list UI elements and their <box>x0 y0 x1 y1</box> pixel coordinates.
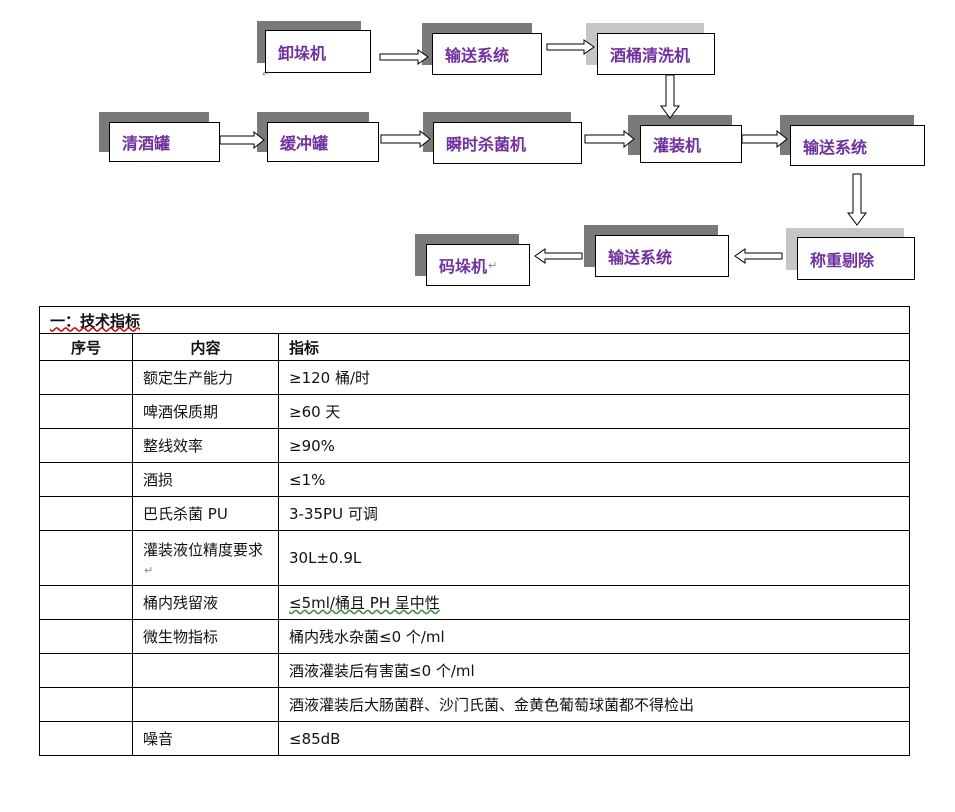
node-conveyor-bottom: 输送系统 <box>595 235 729 277</box>
cell-content: 啤酒保质期 <box>132 394 279 429</box>
table-row: 酒损 ≤1% <box>39 462 911 497</box>
node-clear-beer-tank: 清酒罐 <box>109 122 220 162</box>
cell-content: 酒损 <box>132 462 279 497</box>
cell-index <box>39 653 133 688</box>
node-label: 酒桶清洗机 <box>610 46 691 65</box>
cell-content-text: 灌装液位精度要求 <box>143 540 264 559</box>
node-stacker: 码垛机 ↵ <box>426 244 530 286</box>
table-row: 灌装液位精度要求 ↵ 30L±0.9L <box>39 530 911 586</box>
cell-spec: 酒液灌装后有害菌≤0 个/ml <box>277 653 911 688</box>
node-label: 清酒罐 <box>122 134 171 153</box>
cell-spec: 桶内残水杂菌≤0 个/ml <box>277 619 911 654</box>
cell-spec: ≥90% <box>277 428 911 463</box>
table-row: 微生物指标 桶内残水杂菌≤0 个/ml <box>39 619 911 654</box>
cell-spec: ≤85dB <box>277 721 911 756</box>
cell-index <box>39 428 133 463</box>
table-row: 巴氏杀菌 PU 3-35PU 可调 <box>39 496 911 531</box>
header-index: 序号 <box>39 333 133 361</box>
table-title: 一：技术指标 <box>38 306 911 334</box>
cell-index <box>39 721 133 756</box>
cell-content: 桶内残留液 <box>132 585 279 620</box>
table-row: 额定生产能力 ≥120 桶/时 <box>39 360 911 395</box>
cell-content: 噪音 <box>132 721 279 756</box>
node-buffer-tank: 缓冲罐 <box>267 122 379 162</box>
cell-content <box>132 653 279 688</box>
cell-content <box>132 687 279 722</box>
node-conveyor-mid: 输送系统 <box>790 125 925 166</box>
node-unstacker: 卸垛机 <box>265 30 371 73</box>
node-label: 灌装机 <box>653 136 702 155</box>
node-keg-washer: 酒桶清洗机 <box>597 33 715 75</box>
cell-content: 灌装液位精度要求 ↵ <box>132 530 279 586</box>
arrow-left <box>734 248 783 264</box>
process-flowchart: 卸垛机 ↵ 输送系统 酒桶清洗机 清酒罐 缓冲罐 瞬时杀菌机 灌装机 输送系统 … <box>0 0 955 300</box>
cell-spec: 30L±0.9L <box>277 530 911 586</box>
arrow-right <box>546 39 595 55</box>
paragraph-mark: ↵ <box>144 563 154 577</box>
cell-index <box>39 585 133 620</box>
arrow-right <box>584 129 635 149</box>
cell-spec: ≥120 桶/时 <box>277 360 911 395</box>
node-filler: 灌装机 <box>640 125 742 163</box>
arrow-down <box>847 173 867 226</box>
table-row: 酒液灌装后大肠菌群、沙门氏菌、金黄色葡萄球菌都不得检出 <box>39 687 911 722</box>
node-label: 码垛机 <box>439 257 488 276</box>
table-row: 噪音 ≤85dB <box>39 721 911 756</box>
arrow-right <box>219 130 265 150</box>
arrow-down <box>660 74 680 119</box>
table-row: 啤酒保质期 ≥60 天 <box>39 394 911 429</box>
cell-content: 微生物指标 <box>132 619 279 654</box>
cell-content: 整线效率 <box>132 428 279 463</box>
paragraph-mark: ↵ <box>488 258 498 272</box>
node-label: 输送系统 <box>803 137 868 157</box>
cell-spec: 3-35PU 可调 <box>277 496 911 531</box>
node-check-weigher: 称重剔除 <box>797 237 915 280</box>
cell-index <box>39 619 133 654</box>
node-label: 卸垛机 <box>278 43 327 63</box>
node-label: 输送系统 <box>445 46 510 65</box>
node-flash-pasteurizer: 瞬时杀菌机 <box>433 122 582 164</box>
cell-spec: 酒液灌装后大肠菌群、沙门氏菌、金黄色葡萄球菌都不得检出 <box>277 687 911 722</box>
arrow-right <box>379 49 429 65</box>
arrow-left <box>534 248 583 264</box>
table-header-row: 序号 内容 指标 <box>39 333 911 361</box>
node-label: 输送系统 <box>608 248 673 267</box>
cell-spec: ≥60 天 <box>277 394 911 429</box>
table-title-row: 一：技术指标 <box>38 306 911 334</box>
cell-index <box>39 530 133 586</box>
cell-spec-text: ≤5ml/桶且 PH 呈中性 <box>289 594 440 612</box>
arrow-right <box>741 129 788 149</box>
node-label: 瞬时杀菌机 <box>446 135 527 154</box>
cell-index <box>39 462 133 497</box>
cell-index <box>39 360 133 395</box>
cell-index <box>39 496 133 531</box>
node-label: 称重剔除 <box>810 250 875 270</box>
cell-index <box>39 687 133 722</box>
table-row: 酒液灌装后有害菌≤0 个/ml <box>39 653 911 688</box>
cell-content: 额定生产能力 <box>132 360 279 395</box>
cell-spec: ≤1% <box>277 462 911 497</box>
cell-content: 巴氏杀菌 PU <box>132 496 279 531</box>
table-row: 桶内残留液 ≤5ml/桶且 PH 呈中性 <box>39 585 911 620</box>
paragraph-mark: ↵ <box>262 69 271 80</box>
table-row: 整线效率 ≥90% <box>39 428 911 463</box>
header-spec: 指标 <box>277 333 911 361</box>
arrow-right <box>380 129 431 149</box>
node-conveyor-top: 输送系统 <box>432 33 542 75</box>
cell-index <box>39 394 133 429</box>
flow-arrows <box>219 39 867 264</box>
node-label: 缓冲罐 <box>280 134 329 153</box>
header-content: 内容 <box>132 333 279 361</box>
technical-specs-table: 一：技术指标 序号 内容 指标 额定生产能力 ≥120 桶/时 啤酒保质期 ≥6… <box>38 306 911 756</box>
cell-spec: ≤5ml/桶且 PH 呈中性 <box>277 585 911 620</box>
